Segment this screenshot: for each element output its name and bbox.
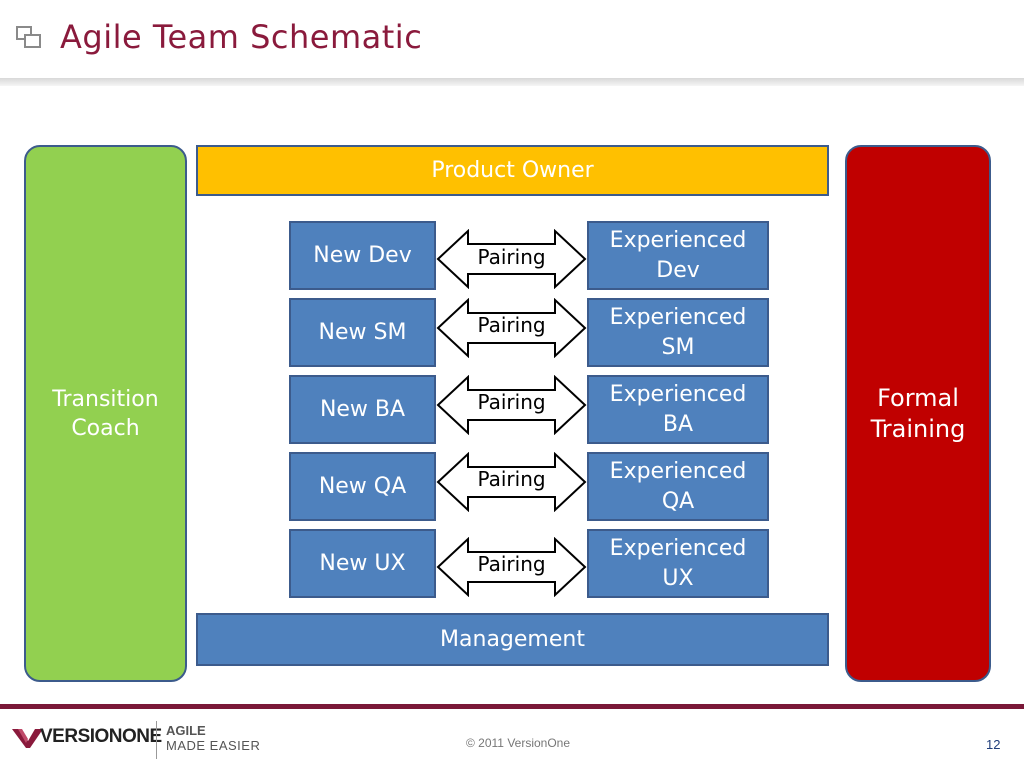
new-dev-label: New Dev: [313, 243, 412, 268]
header-divider: [0, 78, 1024, 86]
page-title: Agile Team Schematic: [60, 18, 423, 56]
logo-divider: [156, 721, 157, 759]
experienced-qa-label-line2: QA: [661, 488, 695, 514]
pairing-arrow: [436, 229, 587, 289]
new-qa-box: New QA: [289, 452, 436, 521]
product-owner-label: Product Owner: [431, 158, 594, 183]
versionone-logo-text: VERSIONONE: [40, 726, 162, 747]
transition-coach-panel: Transition Coach: [24, 145, 187, 682]
pairing-arrow: [436, 452, 587, 512]
pairing-label: Pairing: [477, 313, 546, 337]
experienced-dev-label-line1: Experienced: [609, 227, 747, 253]
experienced-ba-label-line2: BA: [662, 411, 694, 437]
new-ux-box: New UX: [289, 529, 436, 598]
new-ba-box: New BA: [289, 375, 436, 444]
pairing-label: Pairing: [477, 390, 546, 414]
experienced-qa-label-line1: Experienced: [609, 458, 747, 484]
experienced-sm-label-line2: SM: [661, 334, 695, 360]
new-qa-label: New QA: [318, 474, 407, 499]
slide-icon: [16, 26, 41, 48]
versionone-logo-icon: [12, 729, 43, 748]
tagline-line1: AGILE: [166, 723, 206, 738]
experienced-sm-label-line1: Experienced: [609, 304, 747, 330]
experienced-ba-label-line1: Experienced: [609, 381, 747, 407]
management-label: Management: [440, 627, 585, 652]
pairing-arrow: [436, 298, 587, 358]
new-ba-label: New BA: [319, 397, 406, 422]
experienced-ux-label-line2: UX: [662, 565, 694, 591]
new-sm-box: New SM: [289, 298, 436, 367]
pairing-label: Pairing: [477, 467, 546, 491]
management-bar: Management: [196, 613, 829, 666]
pairing-arrow: [436, 375, 587, 435]
new-sm-label: New SM: [318, 320, 407, 345]
pairing-arrow: [436, 537, 587, 597]
new-dev-box: New Dev: [289, 221, 436, 290]
formal-training-label-line2: Training: [870, 414, 966, 443]
formal-training-panel: Formal Training: [845, 145, 991, 682]
copyright-text: © 2011 VersionOne: [466, 736, 571, 750]
experienced-dev-label-line2: Dev: [656, 257, 700, 283]
product-owner-bar: Product Owner: [196, 145, 829, 196]
new-ux-label: New UX: [319, 551, 406, 576]
pairing-label: Pairing: [477, 552, 546, 576]
tagline-line2: MADE EASIER: [166, 738, 261, 753]
footer-divider: [0, 704, 1024, 709]
pairing-label: Pairing: [477, 245, 546, 269]
experienced-ux-label-line1: Experienced: [609, 535, 747, 561]
page-number: 12: [986, 737, 1001, 752]
transition-coach-label-line2: Coach: [71, 415, 140, 441]
transition-coach-label-line1: Transition: [52, 386, 159, 412]
formal-training-label-line1: Formal: [877, 383, 959, 412]
